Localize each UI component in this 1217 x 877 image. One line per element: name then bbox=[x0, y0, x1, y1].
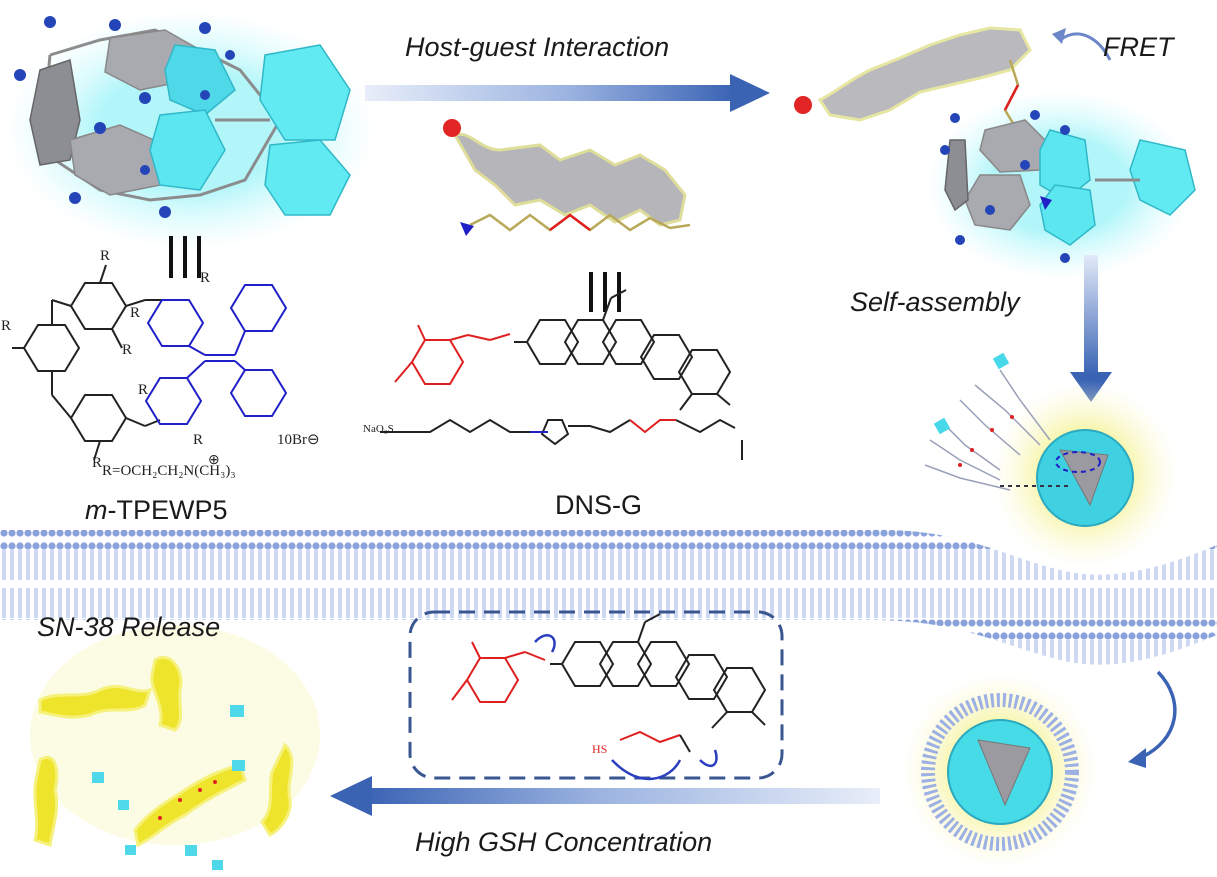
host-macrocycle-cartoon bbox=[5, 10, 375, 250]
host-name-prefix: m bbox=[85, 495, 108, 525]
guest-cartoon bbox=[443, 119, 690, 236]
label-high-gsh: High GSH Concentration bbox=[415, 827, 712, 858]
arrow-cellular-uptake bbox=[1128, 672, 1175, 768]
micelle-nanoparticle bbox=[925, 353, 1180, 570]
host-structure-drawing bbox=[12, 265, 286, 460]
counterion-text: 10Br bbox=[277, 432, 307, 448]
r-label-1: R bbox=[100, 248, 110, 265]
guest-structure-drawing bbox=[380, 290, 742, 460]
hs-label: HS bbox=[592, 742, 607, 757]
ammonium-charge: ⊕ bbox=[208, 452, 220, 469]
host-guest-complex-cartoon bbox=[794, 28, 1195, 280]
naso3s-label: NaO₃S bbox=[363, 423, 394, 435]
arrow-high-gsh bbox=[330, 776, 880, 816]
r-label-4: R bbox=[92, 455, 102, 472]
label-sn38-release: SN-38 Release bbox=[37, 612, 220, 643]
r-label-5: R bbox=[130, 305, 140, 322]
host-name-rest: -TPEWP5 bbox=[108, 495, 228, 525]
counterion-charge: ⊖ bbox=[307, 432, 320, 448]
host-name: m-TPEWP5 bbox=[85, 495, 228, 526]
released-fragments bbox=[30, 625, 320, 870]
r-label-7: R bbox=[138, 382, 148, 399]
vesicle-in-cell bbox=[900, 670, 1100, 870]
r-label-6: R bbox=[200, 270, 210, 287]
guest-name: DNS-G bbox=[555, 490, 642, 521]
r-label-8: R bbox=[193, 432, 203, 449]
r-label-3: R bbox=[122, 342, 132, 359]
arrow-host-guest bbox=[365, 74, 770, 112]
counterion: 10Br⊖ bbox=[277, 430, 320, 449]
equivalence-mark-guest bbox=[591, 272, 619, 312]
label-host-guest-interaction: Host-guest Interaction bbox=[405, 32, 669, 63]
label-fret: FRET bbox=[1103, 32, 1174, 63]
label-self-assembly: Self-assembly bbox=[850, 287, 1020, 318]
r-label-2: R bbox=[1, 318, 11, 335]
